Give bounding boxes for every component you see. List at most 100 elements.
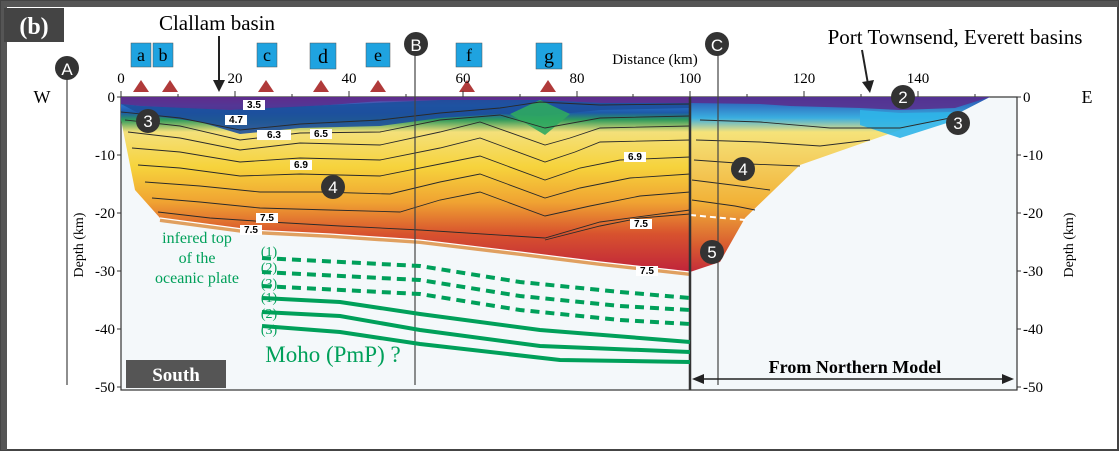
station-label-c: c [263, 45, 271, 65]
station-label-e: e [374, 45, 382, 65]
y-tick: 0 [108, 90, 116, 106]
plate-line-3 [261, 284, 691, 326]
layer-number: 3 [143, 112, 152, 131]
station-triangle [459, 80, 475, 92]
y-axis-title-right: Depth (km) [1062, 212, 1077, 277]
station-triangle [540, 80, 556, 92]
plate-line-1 [261, 256, 691, 300]
station-box-g [535, 42, 563, 70]
port-townsend-label: Port Townsend, Everett basins [828, 25, 1083, 49]
x-axis: Distance (km) 0 20 40 60 80 100 120 140 [117, 52, 976, 97]
station-box-b [152, 42, 174, 68]
svg-text:(1): (1) [261, 291, 278, 306]
oceanic-plate-lines [261, 256, 691, 326]
layer-numbers: 2 3 3 4 4 5 [136, 85, 970, 264]
svg-text:(3): (3) [261, 323, 278, 338]
svg-text:(2): (2) [261, 307, 278, 322]
station-box-e [365, 42, 391, 68]
plate-line-2 [261, 270, 691, 312]
layer-number: 4 [328, 178, 337, 197]
x-tick: 80 [570, 71, 585, 87]
x-tick: 0 [117, 71, 125, 87]
y-tick: -30 [95, 264, 115, 280]
station-label-b: b [159, 45, 168, 65]
east-label: E [1082, 87, 1093, 107]
northern-model-label: From Northern Model [769, 357, 942, 377]
moho-line-3 [261, 324, 691, 364]
layer-number: 2 [898, 88, 907, 107]
velocity-body-south [121, 97, 690, 272]
layer-number: 3 [953, 114, 962, 133]
station-triangle [133, 80, 149, 92]
station-box-d [309, 42, 337, 70]
station-triangle [313, 80, 329, 92]
station-triangle [370, 80, 386, 92]
station-markers: a b c d e f g [130, 42, 563, 92]
velocity-label: 7.5 [634, 219, 648, 230]
x-tick: 60 [456, 71, 471, 87]
y-tick: -40 [95, 322, 115, 338]
x-tick: 20 [228, 71, 243, 87]
velocity-label: 7.5 [244, 225, 258, 236]
velocity-label: 6.5 [314, 129, 328, 140]
y-axis-right: 0 -10 -20 -30 -40 -50 Depth (km) [1017, 90, 1077, 396]
velocity-label: 7.5 [260, 213, 274, 224]
moho-line-2 [261, 310, 691, 354]
oceanic-plate-label: infered top of the oceanic plate [155, 230, 239, 287]
x-tick: 100 [679, 71, 702, 87]
layer-number: 5 [707, 243, 716, 262]
station-triangle [162, 80, 178, 92]
south-label: South [152, 365, 200, 386]
y-tick: -40 [1023, 322, 1043, 338]
moho-lines [261, 296, 691, 364]
y-tick: -20 [1023, 206, 1043, 222]
marker-a: A [61, 60, 73, 79]
port-townsend-arrowhead [862, 80, 874, 93]
station-box-f [455, 42, 483, 68]
velocity-label: 7.5 [640, 266, 654, 277]
svg-text:infered top: infered top [162, 230, 232, 247]
velocity-label: 6.9 [628, 152, 642, 163]
velocity-label: 4.7 [229, 115, 243, 126]
sediment-layer [121, 97, 990, 110]
clallam-basin-label: Clallam basin [159, 11, 276, 35]
contour-lines [120, 101, 951, 241]
panel-label: (b) [19, 14, 48, 40]
velocity-body-north [690, 97, 990, 272]
port-townsend-arrow [861, 49, 869, 85]
x-axis-title: Distance (km) [612, 52, 697, 68]
velocity-label: 6.9 [294, 160, 308, 171]
station-label-a: a [137, 45, 145, 65]
svg-text:(3): (3) [261, 277, 278, 292]
velocity-label: 6.3 [267, 130, 281, 141]
station-label-g: g [544, 46, 554, 68]
y-tick: -50 [1023, 380, 1043, 396]
marker-c: C [711, 36, 723, 55]
y-tick: -20 [95, 206, 115, 222]
svg-text:(2): (2) [261, 261, 278, 276]
svg-text:oceanic plate: oceanic plate [155, 270, 239, 287]
y-axis-title-left: Depth (km) [72, 212, 87, 277]
moho-label: Moho (PmP) ? [265, 342, 400, 367]
west-label: W [34, 87, 51, 107]
profile-markers: A B C [55, 32, 729, 80]
marker-b: B [410, 36, 421, 55]
station-label-d: d [318, 46, 328, 68]
layer-number: 4 [738, 160, 747, 179]
east-basin-layer [860, 110, 955, 138]
velocity-label: 3.5 [247, 100, 261, 111]
line-numbers: (1) (2) (3) (1) (2) (3) [261, 245, 278, 338]
svg-text:of the: of the [179, 250, 216, 267]
y-tick: -50 [95, 380, 115, 396]
moho-line-1 [261, 296, 691, 344]
x-tick: 40 [342, 71, 357, 87]
station-label-f: f [466, 45, 472, 65]
y-tick: -10 [95, 148, 115, 164]
station-box-c [256, 42, 278, 68]
panel-label-box [4, 8, 64, 42]
station-triangle [258, 80, 274, 92]
y-tick: -30 [1023, 264, 1043, 280]
y-tick: -10 [1023, 148, 1043, 164]
south-box [126, 360, 226, 388]
